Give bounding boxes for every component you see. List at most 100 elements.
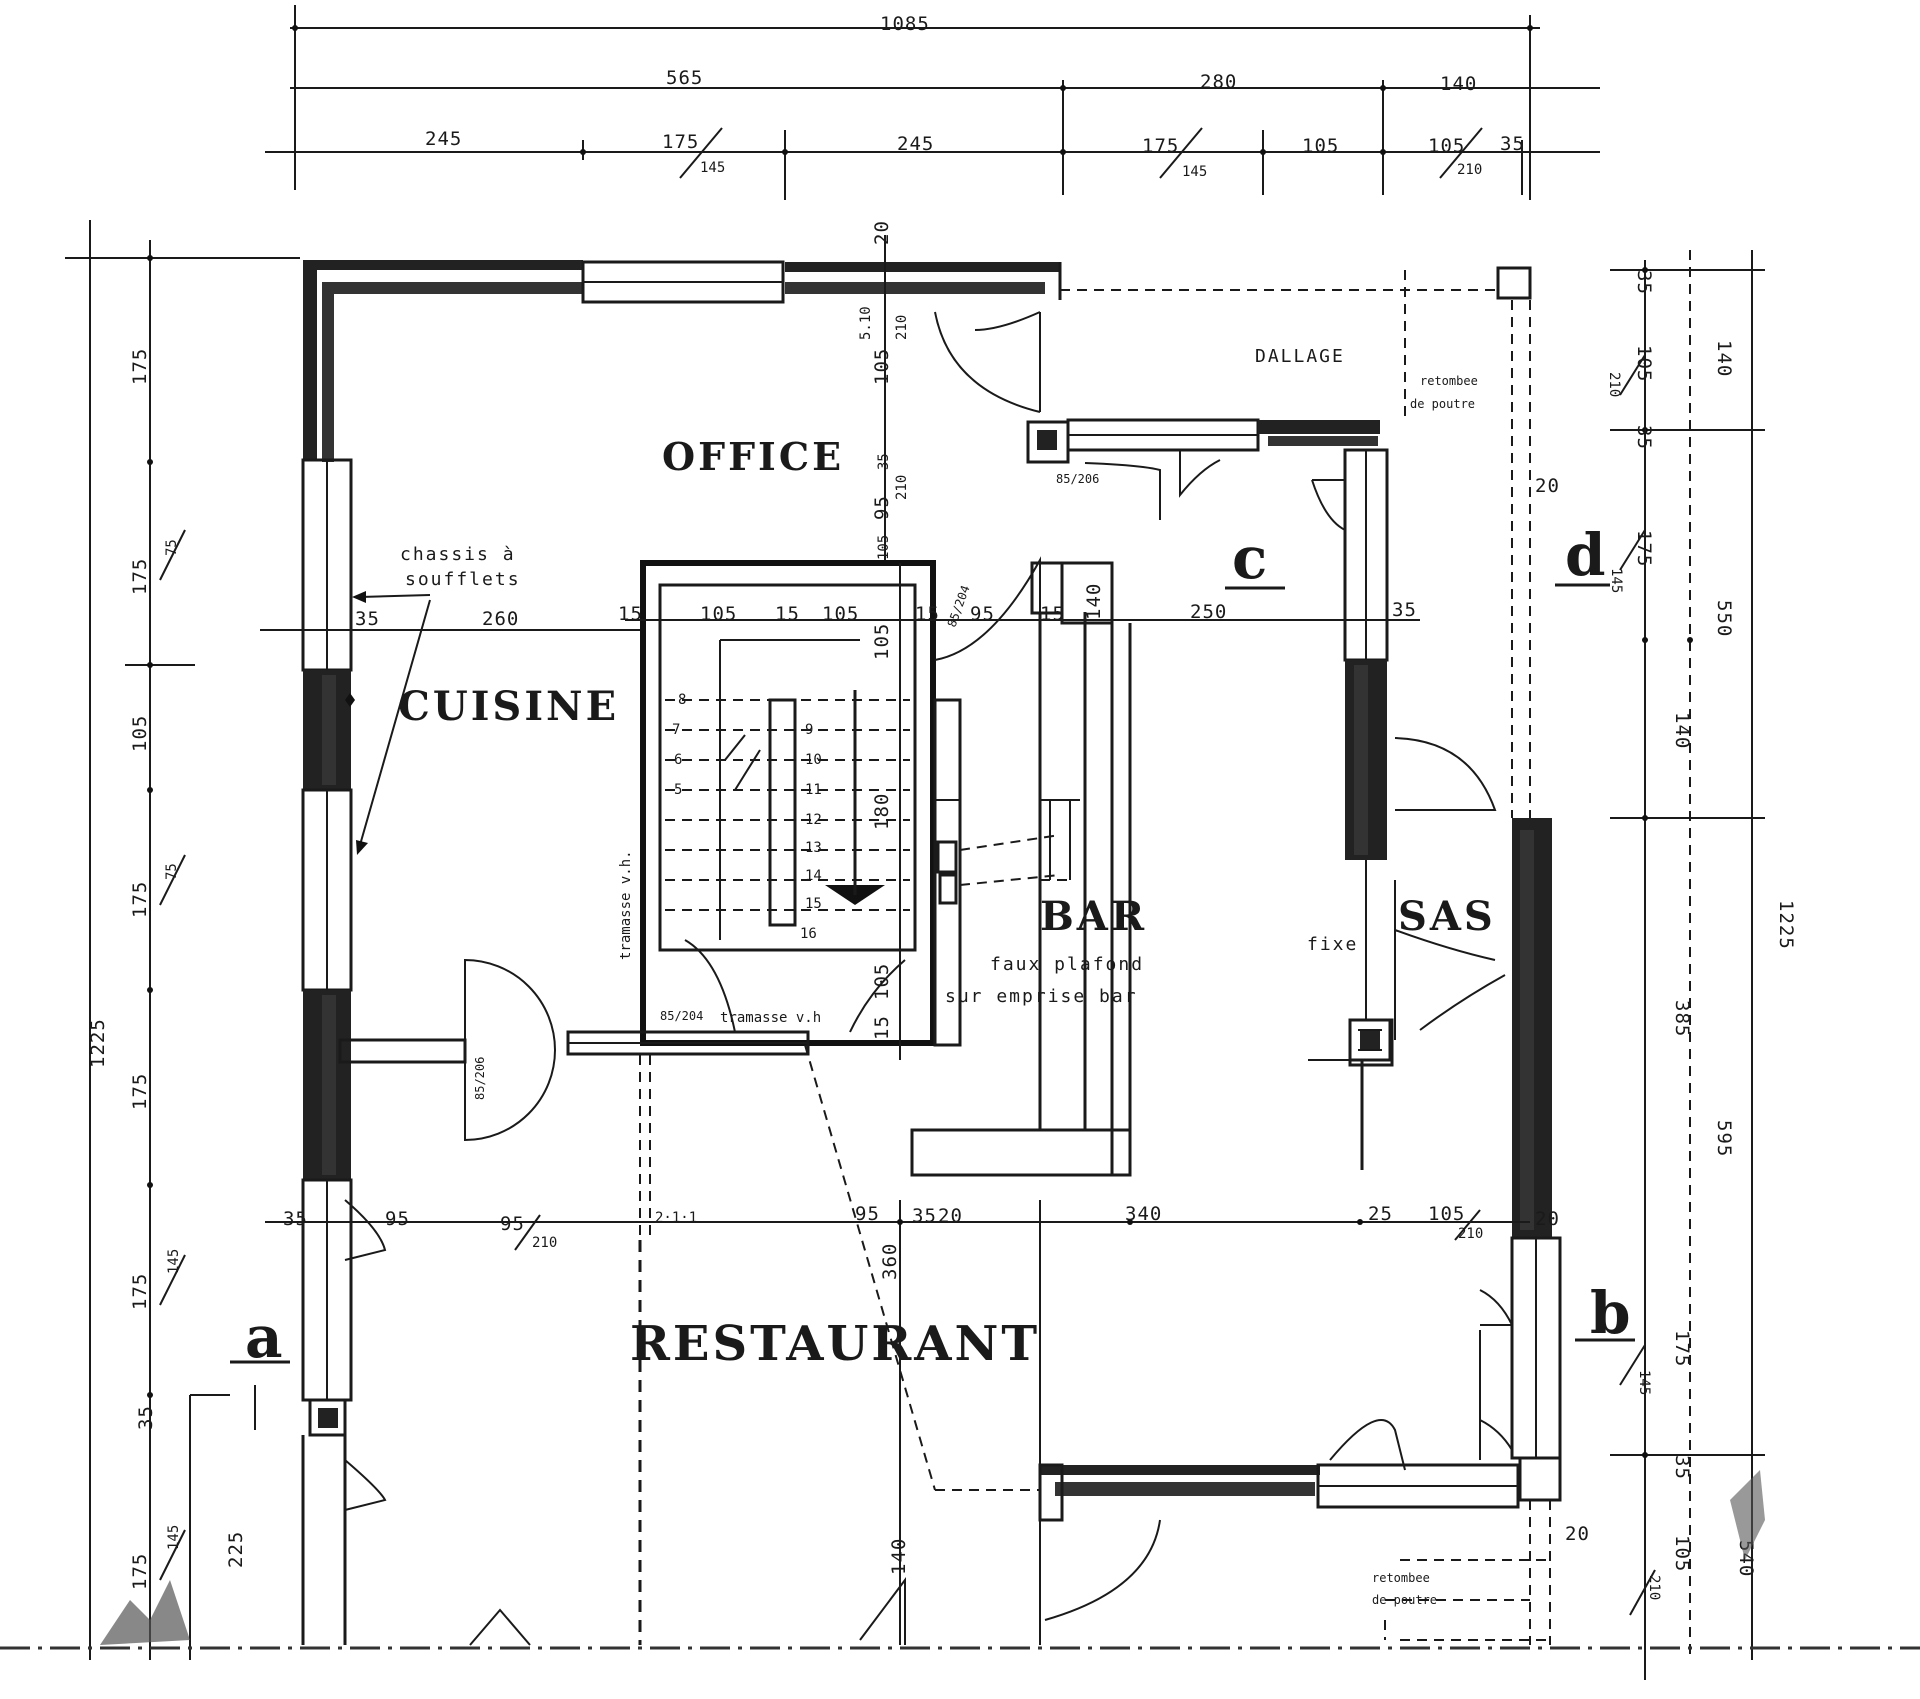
idim-211: 2·1·1 <box>655 1210 697 1226</box>
dim-left-145-a: 145 <box>166 1249 182 1274</box>
stair-step-12: 12 <box>805 812 822 828</box>
idim-105-b: 105 <box>876 535 892 560</box>
note-tremie-2: tramasse v.h <box>720 1010 821 1026</box>
idim-105-vert: 105 <box>871 623 893 660</box>
dim-right-210-a: 210 <box>1606 372 1622 397</box>
exterior-walls <box>301 260 1562 1645</box>
door-swings <box>344 311 1514 1646</box>
idim-35-cuisine: 35 <box>355 608 380 630</box>
idim-85-204-b: 85/204 <box>660 1009 703 1023</box>
dim-right-175-a: 175 <box>1633 530 1655 567</box>
idim-35-c: 35 <box>1392 599 1417 621</box>
idim-105-c: 105 <box>1428 1203 1465 1225</box>
idim-210-d: 210 <box>1458 1226 1483 1242</box>
idim-510: 5.10 <box>858 306 874 340</box>
stair-step-9: 9 <box>805 722 813 738</box>
right-dimension-lines <box>1610 250 1765 1680</box>
section-d: d <box>1565 521 1606 589</box>
dim-right-540: 540 <box>1735 1540 1757 1577</box>
dim-right-595: 595 <box>1713 1120 1735 1157</box>
dim-right-35-c: 35 <box>1671 1455 1693 1480</box>
idim-15-a: 15 <box>618 603 643 625</box>
note-chassis-2: soufflets <box>405 569 521 590</box>
dim-left-75-a: 75 <box>164 539 180 556</box>
idim-15-d: 15 <box>1040 603 1065 625</box>
dim-245-a: 245 <box>425 128 462 150</box>
idim-95-office: 95 <box>871 495 893 520</box>
section-markers: c d a b <box>230 521 1635 1371</box>
note-retombee-1: retombee <box>1420 374 1478 388</box>
dim-right-210-b: 210 <box>1646 1575 1662 1600</box>
idim-260: 260 <box>482 608 519 630</box>
idim-15-c: 15 <box>915 603 940 625</box>
idim-15-b: 15 <box>775 603 800 625</box>
room-label-office: OFFICE <box>662 434 844 479</box>
dim-left-35: 35 <box>135 1405 157 1430</box>
dim-left-175-c: 175 <box>129 881 151 918</box>
dim-105-top: 105 <box>1302 135 1339 157</box>
dim-left-145-b: 145 <box>166 1525 182 1550</box>
idim-105-a: 105 <box>700 603 737 625</box>
dim-left-175-a: 175 <box>129 348 151 385</box>
idim-140-bottom: 140 <box>888 1538 910 1575</box>
dim-left-105: 105 <box>129 715 151 752</box>
dim-right-35-a: 35 <box>1633 270 1655 295</box>
note-faux-plafond-2: sur emprise bar <box>945 986 1138 1007</box>
dim-right-175-b: 175 <box>1671 1330 1693 1367</box>
idim-180: 180 <box>871 793 893 830</box>
idim-25: 25 <box>1368 1203 1393 1225</box>
idim-95-d: 95 <box>855 1203 880 1225</box>
dim-245-b: 245 <box>897 133 934 155</box>
stair-step-11: 11 <box>805 782 822 798</box>
section-a: a <box>245 1303 283 1371</box>
stair-step-13: 13 <box>805 840 822 856</box>
dim-right-140-b: 140 <box>1671 712 1693 749</box>
note-retombee-bottom-2: de poutre <box>1372 1593 1437 1607</box>
idim-210-office-b: 210 <box>894 475 910 500</box>
dim-right-20-b: 20 <box>1565 1523 1590 1545</box>
stair-step-7: 7 <box>672 722 680 738</box>
dim-105-b-top: 105 <box>1428 135 1465 157</box>
room-label-bar: BAR <box>1040 893 1147 940</box>
dashed-lines <box>638 270 1551 1645</box>
dim-565: 565 <box>666 67 703 89</box>
note-retombee-bottom-1: retombee <box>1372 1571 1430 1585</box>
dim-right-total: 1225 <box>1775 900 1797 950</box>
room-label-sas: SAS <box>1398 893 1496 940</box>
idim-105-office: 105 <box>871 348 893 385</box>
section-c: c <box>1232 524 1267 592</box>
dim-280: 280 <box>1200 71 1237 93</box>
idim-95-b: 95 <box>385 1208 410 1230</box>
stair-step-8: 8 <box>678 692 686 708</box>
idim-15-lower: 15 <box>871 1015 893 1040</box>
dim-left-175-e: 175 <box>129 1273 151 1310</box>
dim-210-top: 210 <box>1457 162 1482 178</box>
idim-250: 250 <box>1190 601 1227 623</box>
note-fixe: fixe <box>1307 934 1358 955</box>
dim-left-175-d: 175 <box>129 1073 151 1110</box>
idim-85-204: 85/204 <box>945 583 973 629</box>
section-b: b <box>1590 1279 1631 1347</box>
stair-step-14: 14 <box>805 868 822 884</box>
ground-line <box>0 1470 1920 1650</box>
idim-20-d: 20 <box>938 1205 963 1227</box>
idim-35-95: 35 <box>283 1208 308 1230</box>
idim-35-210: 35 <box>876 453 892 470</box>
idim-105-lower: 105 <box>871 963 893 1000</box>
idim-210-office: 210 <box>894 315 910 340</box>
idim-20-top: 20 <box>871 220 893 245</box>
stair-step-5: 5 <box>674 782 682 798</box>
dim-left-175-b: 175 <box>129 558 151 595</box>
idim-340: 340 <box>1125 1203 1162 1225</box>
stair-numbers: 8 7 6 5 9 10 11 12 13 14 15 16 <box>672 692 822 942</box>
dim-right-140-a: 140 <box>1713 340 1735 377</box>
dim-175-b: 175 <box>1142 135 1179 157</box>
idim-360: 360 <box>879 1243 901 1280</box>
idim-105-stair: 105 <box>822 603 859 625</box>
dim-140-top: 140 <box>1440 73 1477 95</box>
dim-right-20-a: 20 <box>1535 475 1560 497</box>
idim-85-206-office: 85/206 <box>1056 472 1099 486</box>
dim-left-total: 1225 <box>87 1018 109 1068</box>
dim-right-105-b: 105 <box>1671 1535 1693 1572</box>
